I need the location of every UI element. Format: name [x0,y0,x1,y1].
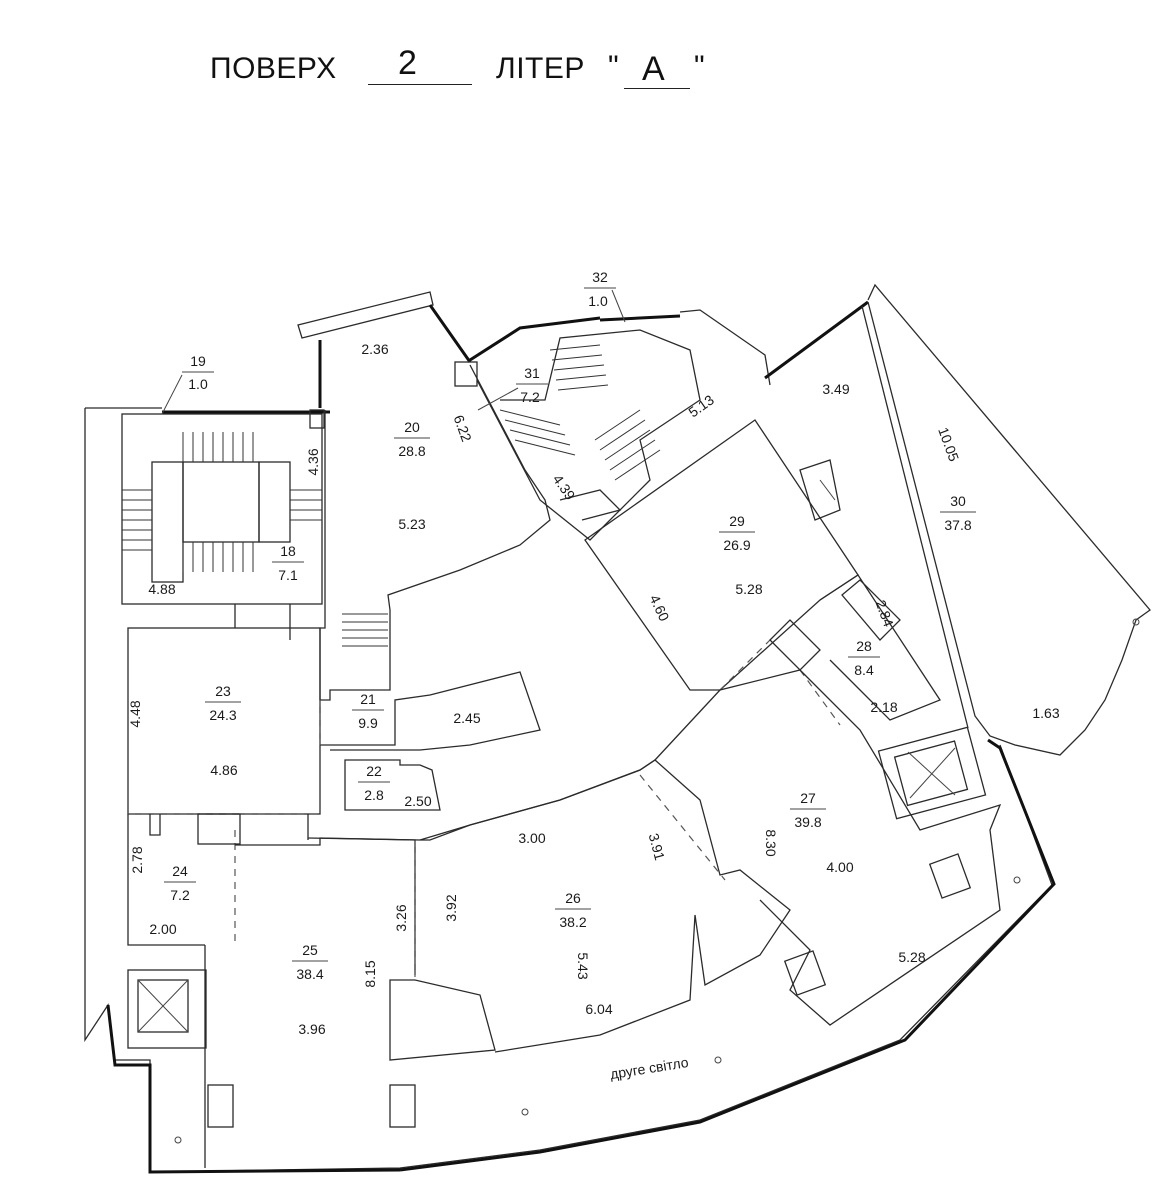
svg-text:31: 31 [524,365,540,381]
room-label-29: 29 26.9 [719,513,755,553]
svg-text:1.0: 1.0 [588,293,608,309]
svg-text:24: 24 [172,863,188,879]
room-label-20: 20 28.8 [394,419,430,459]
stair-block-left [121,409,325,605]
room-label-24: 247.2 [164,863,196,903]
svg-text:5.23: 5.23 [398,516,425,532]
room-label-27: 27 39.8 [790,790,826,830]
svg-text:8.4: 8.4 [854,662,874,678]
svg-text:20: 20 [404,419,420,435]
svg-text:3.00: 3.00 [518,830,545,846]
fixtures [174,618,1140,1144]
letter-value: А [642,50,666,88]
room-label-22: 222.8 [358,763,390,803]
svg-text:4.00: 4.00 [826,859,853,875]
rooms-right [419,419,1002,1053]
svg-text:6.04: 6.04 [585,1001,612,1017]
room-label-21: 219.9 [352,691,384,731]
svg-text:27: 27 [800,790,816,806]
dimension-labels: 2.36 6.22 4.36 5.23 4.88 4.48 4.86 2.45 … [127,341,1060,1037]
svg-text:5.43: 5.43 [575,952,591,979]
svg-text:28.8: 28.8 [398,443,425,459]
svg-text:32: 32 [592,269,608,285]
svg-text:38.4: 38.4 [296,966,323,982]
svg-text:5.28: 5.28 [898,949,925,965]
svg-text:29: 29 [729,513,745,529]
svg-text:4.86: 4.86 [210,762,237,778]
svg-text:2.8: 2.8 [364,787,384,803]
svg-text:1.63: 1.63 [1032,705,1059,721]
svg-text:18: 18 [280,543,296,559]
svg-text:39.8: 39.8 [794,814,821,830]
svg-text:30: 30 [950,493,966,509]
room-30-detail [799,459,841,521]
svg-text:10.05: 10.05 [935,425,962,464]
floor-blank-line [368,84,472,85]
svg-text:37.8: 37.8 [944,517,971,533]
room-label-25: 25 38.4 [292,942,328,982]
double-height-annotation: друге світло [609,1054,690,1082]
svg-text:2.50: 2.50 [404,793,431,809]
svg-text:6.22: 6.22 [451,413,475,444]
svg-text:3.91: 3.91 [646,831,669,862]
svg-text:7.2: 7.2 [520,389,540,405]
svg-text:3.92: 3.92 [443,894,459,921]
letter-blank-line [624,88,690,89]
svg-text:4.60: 4.60 [647,592,673,624]
svg-text:38.2: 38.2 [559,914,586,930]
svg-text:1.0: 1.0 [188,376,208,392]
svg-text:4.48: 4.48 [127,700,143,727]
svg-text:24.3: 24.3 [209,707,236,723]
svg-text:3.96: 3.96 [298,1021,325,1037]
floor-label: ПОВЕРХ [210,52,337,85]
svg-text:4.39: 4.39 [550,471,579,503]
room-label-23: 23 24.3 [205,683,241,723]
svg-text:2.36: 2.36 [361,341,388,357]
svg-text:9.9: 9.9 [358,715,378,731]
room-label-28: 288.4 [848,638,880,678]
letter-label: ЛІТЕР [496,52,585,85]
svg-text:5.13: 5.13 [685,391,717,420]
svg-text:8.15: 8.15 [362,960,378,987]
svg-text:4.36: 4.36 [305,448,321,475]
room-label-19: 191.0 [182,353,214,392]
svg-text:2.45: 2.45 [453,710,480,726]
room-label-30: 30 37.8 [940,493,976,533]
svg-text:2.78: 2.78 [129,846,145,873]
room-label-32: 321.0 [584,269,616,309]
svg-text:7.1: 7.1 [278,567,298,583]
svg-text:19: 19 [190,353,206,369]
rooms-left [127,604,496,1168]
svg-text:4.88: 4.88 [148,581,175,597]
rooms-center [307,364,656,841]
letter-open-quote: " [608,50,620,83]
room-label-31: 317.2 [516,365,548,405]
svg-text:28: 28 [856,638,872,654]
svg-text:2.84: 2.84 [873,598,897,629]
stair-block-right [454,329,701,541]
svg-text:2.18: 2.18 [870,699,897,715]
svg-text:2.00: 2.00 [149,921,176,937]
svg-text:3.49: 3.49 [822,381,849,397]
svg-text:26.9: 26.9 [723,537,750,553]
svg-text:25: 25 [302,942,318,958]
floor-value: 2 [398,44,418,82]
svg-text:5.28: 5.28 [735,581,762,597]
room-label-26: 26 38.2 [555,890,591,930]
svg-text:22: 22 [366,763,382,779]
svg-text:21: 21 [360,691,376,707]
outer-walls [84,283,1151,1174]
svg-text:7.2: 7.2 [170,887,190,903]
room-label-18: 187.1 [272,543,304,583]
letter-close-quote: " [694,50,706,83]
svg-text:23: 23 [215,683,231,699]
svg-text:26: 26 [565,890,581,906]
svg-text:8.30: 8.30 [763,829,779,856]
svg-text:3.26: 3.26 [393,904,409,931]
